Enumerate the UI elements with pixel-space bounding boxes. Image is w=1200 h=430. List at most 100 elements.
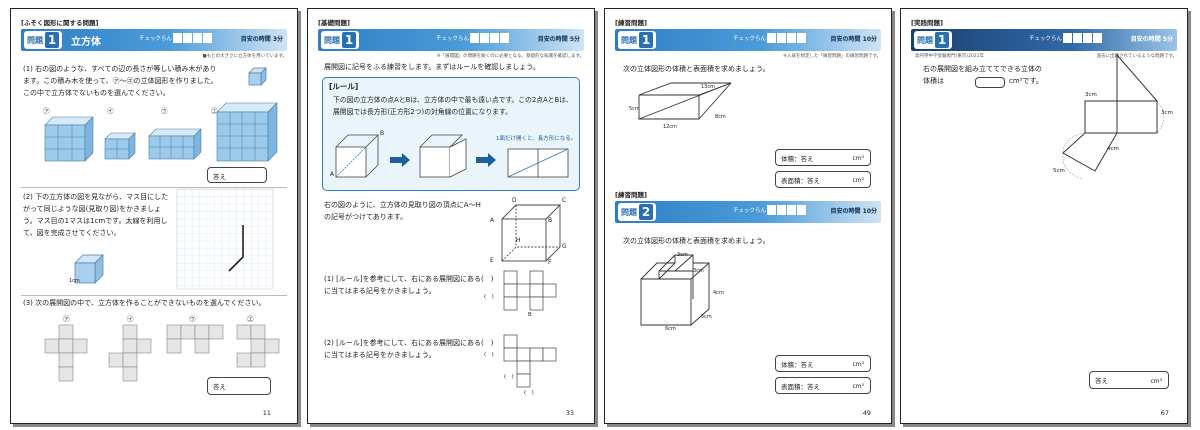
net-label-c: ㋒: [189, 315, 196, 323]
check-box[interactable]: [767, 205, 777, 215]
rule-point-a: A: [330, 171, 335, 178]
check-box[interactable]: [203, 33, 213, 43]
net-blank[interactable]: ( ): [484, 294, 494, 300]
problem-header-band-2: 問題 2 チェックらん 目安の時間 10分: [615, 201, 881, 223]
mondai-badge: 問題 2: [618, 203, 656, 221]
check-box[interactable]: [193, 33, 203, 43]
time-label: 目安の時間: [537, 36, 568, 43]
option-label-c: ㋒: [161, 107, 168, 115]
dim-label: 5cm: [1053, 168, 1065, 174]
cube-net-c: [166, 324, 224, 354]
time-label: 目安の時間: [240, 36, 271, 43]
mondai-label: 問題: [27, 35, 43, 45]
net-blank[interactable]: ( ): [504, 374, 514, 380]
net-blank[interactable]: ( ): [484, 352, 494, 358]
answer-box-1[interactable]: 答え: [207, 167, 267, 183]
vertex-a: A: [490, 217, 495, 224]
check-label: チェックらん: [733, 36, 767, 42]
check-box[interactable]: [500, 33, 510, 43]
time-label: 目安の時間: [830, 208, 861, 215]
dim-label: 12cm: [663, 124, 677, 130]
area-label: 表面積：答え: [781, 383, 820, 391]
divider: [21, 295, 287, 296]
block-shape-d: [216, 102, 278, 162]
check-box[interactable]: [787, 205, 797, 215]
area-label: 表面積：答え: [781, 177, 820, 185]
mondai-badge: 問題 1: [914, 31, 952, 49]
source-note: 高円寺中学受験専門(東京)2021年: [915, 54, 984, 59]
header-note: ※入試を想定した「練習問題」の練習問題です。: [783, 54, 881, 59]
check-box[interactable]: [183, 33, 193, 43]
inline-answer-box[interactable]: [975, 77, 1005, 88]
check-box[interactable]: [777, 33, 787, 43]
block-shape-b: [104, 132, 136, 160]
vertex-b: B: [548, 217, 553, 224]
grid-drawing-area[interactable]: [176, 188, 274, 290]
vertex-h: H: [516, 237, 521, 244]
net-label-a: ㋐: [63, 315, 70, 323]
dim-label: 4cm: [713, 290, 724, 296]
net-blank[interactable]: ( ): [524, 390, 534, 396]
dim-label: 3cm: [1085, 92, 1097, 98]
dim-label: 13cm: [701, 84, 715, 90]
problem-title: 立方体: [71, 37, 101, 48]
check-box[interactable]: [797, 205, 807, 215]
category-label: [ふそく図形に関する問題]: [21, 19, 99, 27]
check-box[interactable]: [470, 33, 480, 43]
prism-net-figure: [1062, 53, 1165, 180]
check-box[interactable]: [173, 33, 183, 43]
answer-box[interactable]: 答え cm³: [1089, 371, 1169, 389]
time-estimate: 目安の時間 5分: [1131, 34, 1173, 43]
answer-label: 答え: [1095, 377, 1108, 385]
net-figure-1: [503, 270, 557, 311]
block-shape-c: [148, 128, 202, 160]
unit: cm³: [1150, 378, 1162, 385]
check-box[interactable]: [1083, 33, 1093, 43]
intro-text: 展開図に記号をふる練習をします。まずはルールを確認しましょう。: [324, 63, 540, 71]
unit: cm³: [852, 155, 864, 162]
block-cube-figure: [248, 67, 267, 86]
net-vertex-b: B: [528, 312, 532, 318]
check-box[interactable]: [1073, 33, 1083, 43]
cube-reference-figure: [74, 254, 104, 284]
time-value: 10分: [862, 208, 877, 215]
check-box[interactable]: [767, 33, 777, 43]
check-box[interactable]: [1093, 33, 1103, 43]
mondai-badge: 問題 1: [321, 31, 359, 49]
problem-header-band: 問題 1 立方体 チェックらん 目安の時間 3分: [21, 29, 287, 51]
check-box[interactable]: [1063, 33, 1073, 43]
time-value: 3分: [272, 36, 283, 43]
check-box[interactable]: [490, 33, 500, 43]
page-number: 49: [862, 409, 871, 417]
rule-caption: 1面だけ開くと、長方形になる。: [496, 136, 577, 142]
rule-point-b: B: [380, 130, 385, 137]
check-box[interactable]: [777, 205, 787, 215]
check-label: チェックらん: [139, 36, 173, 42]
problem-header-band: 問題 1 チェックらん 目安の時間 5分: [318, 29, 584, 51]
time-estimate: 目安の時間 5分: [538, 34, 580, 43]
check-label: チェックらん: [436, 36, 470, 42]
answer-box-3[interactable]: 答え: [207, 377, 271, 395]
volume-answer-box-1[interactable]: 体積：答え cm³: [775, 149, 871, 166]
l-shaped-prism-figure: [640, 254, 710, 326]
answer-label: 答え: [213, 383, 226, 391]
check-boxes: チェックらん: [436, 33, 510, 43]
question-1-text: (1) 右の図のような、すべての辺の長さが等しい積み木があります。この積み木を使…: [23, 65, 218, 97]
vertex-f: F: [548, 259, 552, 266]
page-11: [ふそく図形に関する問題] 問題 1 立方体 チェックらん 目安の時間 3分 ■…: [10, 8, 298, 424]
mondai-label: 問題: [621, 207, 637, 217]
check-box[interactable]: [787, 33, 797, 43]
check-box[interactable]: [797, 33, 807, 43]
option-label-d: ㋓: [211, 107, 218, 115]
category-label: [実践問題]: [911, 19, 943, 27]
mondai-badge: 問題 1: [618, 31, 656, 49]
check-box[interactable]: [480, 33, 490, 43]
rule-illustration: [335, 134, 569, 178]
vertex-d: D: [512, 197, 517, 204]
category-label-2: [練習問題]: [615, 191, 647, 199]
check-label: チェックらん: [1029, 36, 1063, 42]
volume-label: 体積：答え: [781, 155, 814, 163]
